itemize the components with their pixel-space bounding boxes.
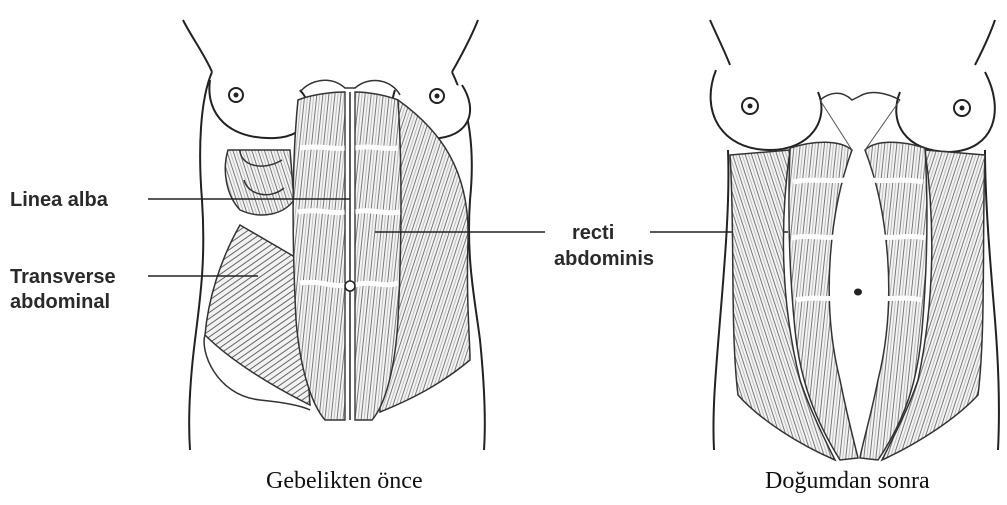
linea-alba-label: Linea alba <box>10 188 108 212</box>
caption-after-birth: Doğumdan sonra <box>765 468 930 495</box>
left-torso <box>183 20 485 450</box>
transverse-label-line1: Transverse <box>10 265 116 289</box>
recti-label-line2: abdominis <box>554 247 654 271</box>
transverse-label-line2: abdominal <box>10 290 110 314</box>
caption-before-pregnancy: Gebelikten önce <box>266 468 423 495</box>
right-torso <box>710 20 999 460</box>
recti-label-line1: recti <box>572 221 614 245</box>
